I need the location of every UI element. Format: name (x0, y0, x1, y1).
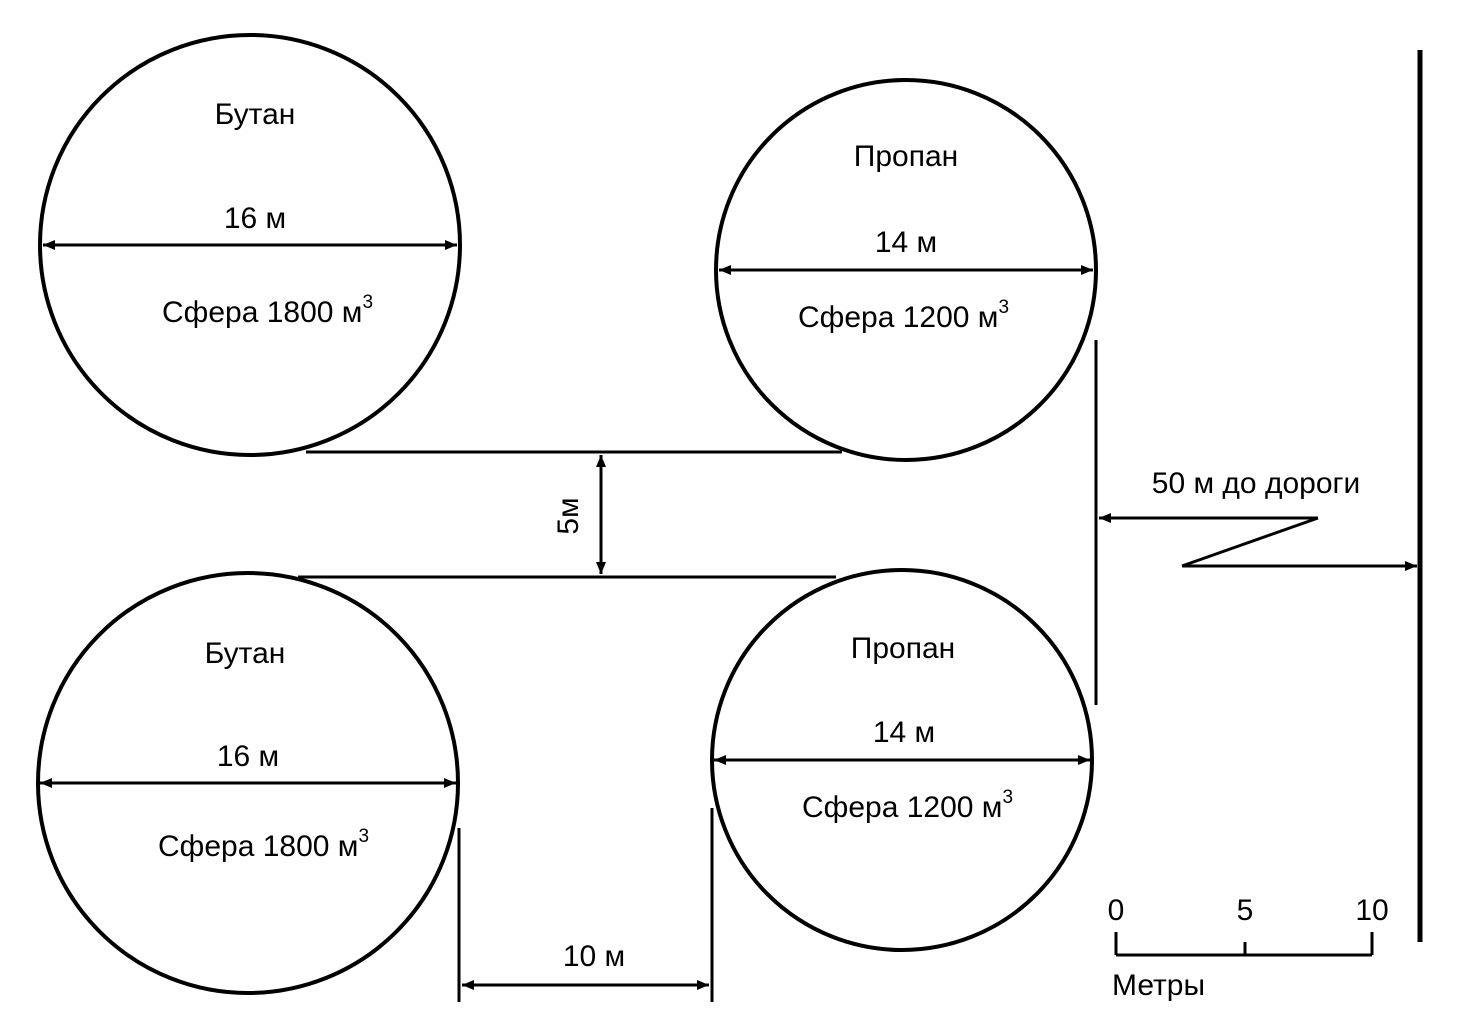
tank-diameter: 14 м (873, 716, 935, 749)
propane-sphere-outline (710, 568, 1094, 952)
tank-butane-top-left: Бутан 16 м Сфера 1800 м3 (38, 33, 462, 457)
tank-diameter: 14 м (875, 226, 937, 259)
break-zigzag (1181, 516, 1319, 568)
scale-bar: 0 5 10 Метры (1108, 894, 1389, 1002)
scale-label-10: 10 (1355, 894, 1388, 927)
tank-name: Бутан (215, 98, 296, 131)
gap-label: 5м (552, 497, 585, 534)
road-distance-label: 50 м до дороги (1152, 467, 1360, 500)
gap-label: 10 м (563, 940, 625, 973)
tank-diameter: 16 м (224, 202, 286, 235)
tank-volume: Сфера 1200 м3 (798, 297, 1009, 334)
tank-name: Пропан (854, 140, 958, 173)
butane-sphere-outline (36, 571, 460, 995)
propane-sphere-outline (714, 78, 1098, 462)
scale-label-0: 0 (1108, 894, 1125, 927)
horizontal-gap-dimension: 10 м (457, 808, 714, 1002)
scale-unit-label: Метры (1112, 969, 1205, 1002)
tank-volume: Сфера 1200 м3 (802, 787, 1013, 824)
tank-volume: Сфера 1800 м3 (158, 826, 369, 863)
tank-propane-bottom-right: Пропан 14 м Сфера 1200 м3 (710, 568, 1094, 952)
tank-butane-bottom-left: Бутан 16 м Сфера 1800 м3 (36, 571, 460, 995)
tank-volume: Сфера 1800 м3 (162, 292, 373, 329)
tank-name: Бутан (205, 637, 286, 670)
tank-name: Пропан (851, 632, 955, 665)
road-distance-indicator: 50 м до дороги (1094, 50, 1423, 942)
vertical-gap-dimension: 5м (298, 450, 842, 579)
butane-sphere-outline (38, 33, 462, 457)
scale-label-5: 5 (1237, 894, 1254, 927)
tank-diameter: 16 м (217, 740, 279, 773)
tank-propane-top-right: Пропан 14 м Сфера 1200 м3 (714, 78, 1098, 462)
